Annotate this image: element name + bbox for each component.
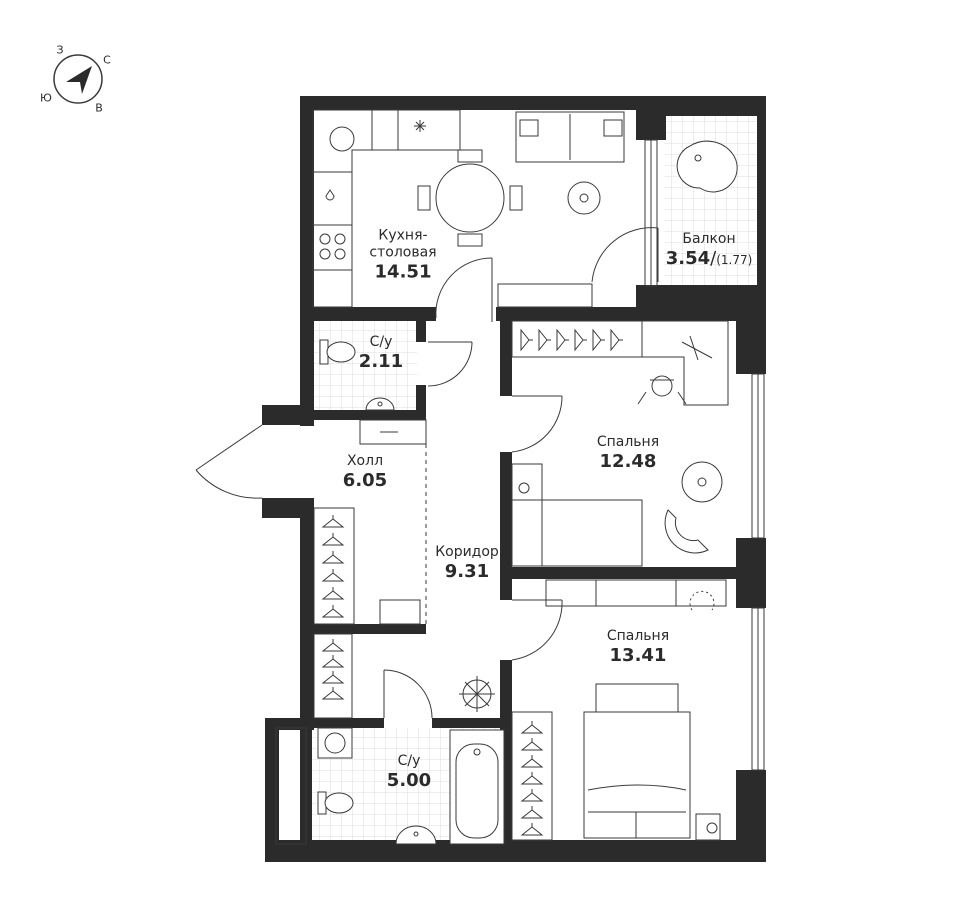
hanger bbox=[556, 328, 569, 352]
hanger bbox=[520, 738, 544, 751]
room-wc1-label: С/у 2.11 bbox=[359, 334, 403, 372]
room-kitchen-name-1: Кухня- bbox=[378, 227, 428, 244]
wc1-floor bbox=[313, 320, 417, 412]
hanger bbox=[321, 587, 345, 600]
hanger bbox=[321, 671, 345, 684]
hanger bbox=[538, 328, 551, 352]
wc2-fixtures bbox=[317, 727, 505, 845]
room-balcony-label: Балкон 3.54/(1.77) bbox=[665, 230, 753, 269]
hall-furniture bbox=[313, 419, 495, 719]
room-wc2-label: С/у 5.00 bbox=[387, 753, 431, 791]
hanger bbox=[321, 551, 345, 564]
hanger bbox=[520, 755, 544, 768]
wc1-fixtures bbox=[319, 339, 395, 411]
room-bedroom2-label: Спальня 13.41 bbox=[607, 628, 669, 666]
hanger bbox=[610, 328, 623, 352]
room-balcony-area-reduced: (1.77) bbox=[716, 252, 753, 267]
room-kitchen-area: 14.51 bbox=[374, 261, 432, 282]
hanger bbox=[321, 533, 345, 546]
room-bedroom2-name: Спальня bbox=[606, 627, 670, 644]
room-bedroom1-area: 12.48 bbox=[599, 450, 657, 472]
hanger bbox=[321, 515, 345, 528]
compass-label-w: Ю bbox=[40, 91, 52, 105]
room-wc1-name: С/у bbox=[369, 333, 393, 350]
hanger bbox=[321, 569, 345, 582]
balcony-furniture bbox=[676, 140, 738, 193]
hanger bbox=[520, 328, 533, 352]
room-bedroom2-area: 13.41 bbox=[609, 644, 667, 666]
hanger bbox=[592, 328, 605, 352]
hanger bbox=[574, 328, 587, 352]
compass-label-n: З bbox=[56, 43, 64, 57]
hanger bbox=[520, 772, 544, 785]
bedroom2-furniture bbox=[511, 579, 727, 841]
room-balcony-name: Балкон bbox=[682, 230, 736, 247]
room-corridor-area: 9.31 bbox=[444, 560, 490, 582]
room-hall-name: Холл bbox=[346, 452, 384, 469]
room-hall-area: 6.05 bbox=[342, 469, 388, 491]
windows bbox=[275, 139, 765, 845]
compass-icon bbox=[53, 54, 103, 104]
room-corridor-label: Коридор 9.31 bbox=[435, 544, 499, 582]
hanger bbox=[321, 639, 345, 652]
room-corridor-name: Коридор bbox=[435, 543, 499, 560]
hanger bbox=[520, 789, 544, 802]
wardrobe-hangers bbox=[321, 328, 623, 836]
room-balcony-area: 3.54 bbox=[665, 247, 711, 269]
room-hall-label: Холл 6.05 bbox=[343, 453, 387, 491]
room-wc2-area: 5.00 bbox=[386, 769, 432, 791]
interior-walls bbox=[300, 305, 766, 850]
doors bbox=[195, 227, 659, 719]
hanger bbox=[321, 687, 345, 700]
hanger bbox=[321, 655, 345, 668]
compass-label-s: В bbox=[95, 101, 103, 115]
hanger bbox=[520, 823, 544, 836]
room-bedroom1-name: Спальня bbox=[596, 433, 660, 450]
compass-label-e: С bbox=[103, 53, 111, 67]
room-wc2-name: С/у bbox=[397, 752, 421, 769]
room-bedroom1-label: Спальня 12.48 bbox=[597, 434, 659, 472]
bedroom1-furniture bbox=[511, 320, 729, 567]
room-kitchen-label: Кухня- столовая 14.51 bbox=[369, 227, 436, 282]
hanger bbox=[321, 605, 345, 618]
room-kitchen-name-2: столовая bbox=[369, 244, 437, 261]
kitchen-furniture bbox=[312, 109, 625, 308]
hanger bbox=[520, 721, 544, 734]
room-wc1-area: 2.11 bbox=[358, 350, 404, 372]
hanger bbox=[520, 806, 544, 819]
